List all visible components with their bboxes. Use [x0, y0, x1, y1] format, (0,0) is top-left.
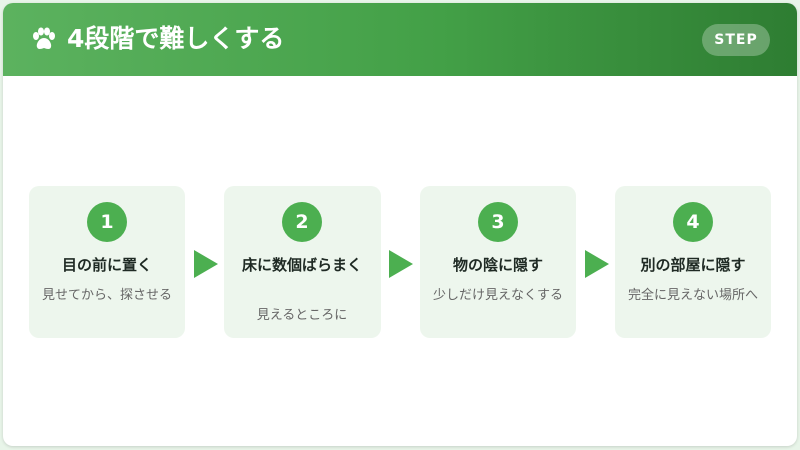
header-bar: 4段階で難しくする STEP: [3, 3, 797, 76]
step-number-badge: 2: [282, 202, 322, 242]
paw-icon: [33, 27, 55, 49]
step-description: 完全に見えない場所へ: [627, 288, 758, 303]
step-title: 別の部屋に隠す: [640, 256, 746, 274]
step-title: 床に数個ばらまく: [242, 256, 363, 274]
step-number-badge: 4: [673, 202, 713, 242]
step-card-4: 4 別の部屋に隠す 完全に見えない場所へ: [615, 186, 771, 338]
step-description: 見えるところに: [256, 308, 348, 323]
step-description: 見せてから、探させる: [41, 288, 172, 303]
step-card-3: 3 物の陰に隠す 少しだけ見えなくする: [420, 186, 576, 338]
arrow-right-icon: [585, 250, 609, 278]
arrow-right-icon: [194, 250, 218, 278]
step-card-2: 2 床に数個ばらまく 見えるところに: [224, 186, 381, 338]
steps-container: 1 目の前に置く 見せてから、探させる 2 床に数個ばらまく 見えるところに 3…: [3, 76, 797, 446]
step-number-badge: 3: [478, 202, 518, 242]
arrow-right-icon: [389, 250, 413, 278]
step-number-badge: 1: [87, 202, 127, 242]
content-card: 4段階で難しくする STEP 1 目の前に置く 見せてから、探させる 2 床に数…: [3, 3, 797, 446]
step-card-1: 1 目の前に置く 見せてから、探させる: [29, 186, 185, 338]
step-badge: STEP: [702, 24, 770, 56]
step-title: 物の陰に隠す: [452, 256, 543, 274]
step-description: 少しだけ見えなくする: [432, 288, 563, 303]
page-title: 4段階で難しくする: [67, 24, 285, 53]
step-title: 目の前に置く: [61, 256, 152, 274]
